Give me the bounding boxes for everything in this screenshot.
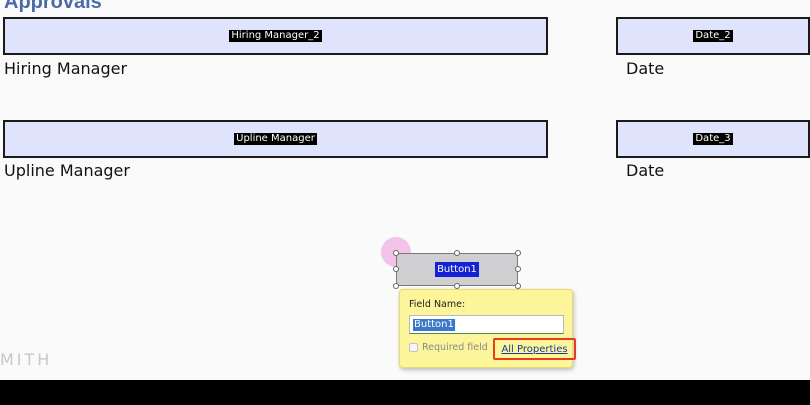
bottom-bar xyxy=(0,380,810,405)
resize-handle-left[interactable] xyxy=(393,266,399,272)
document-page: Approvals Hiring Manager_2 Hiring Manage… xyxy=(0,0,810,369)
all-properties-label: All Properties xyxy=(501,343,568,355)
hiring-manager-label: Hiring Manager xyxy=(4,59,128,78)
button-field-name: Button1 xyxy=(435,262,479,277)
field-name-caption: Field Name: xyxy=(409,299,466,310)
button-field[interactable]: Button1 xyxy=(396,253,518,286)
upline-manager-field[interactable]: Upline Manager xyxy=(3,120,548,158)
resize-handle-right[interactable] xyxy=(515,266,521,272)
resize-handle-top-right[interactable] xyxy=(515,250,521,256)
resize-handle-bottom-right[interactable] xyxy=(515,283,521,289)
upline-date-field[interactable]: Date_3 xyxy=(616,120,810,158)
required-field-label: Required field xyxy=(422,342,488,353)
section-heading: Approvals xyxy=(4,0,102,13)
required-field-option[interactable]: Required field xyxy=(409,342,488,353)
hiring-date-label: Date xyxy=(626,59,665,78)
upline-date-label: Date xyxy=(626,161,665,180)
hiring-date-field-name: Date_2 xyxy=(693,30,733,42)
field-name-input-value: Button1 xyxy=(413,318,455,331)
upline-date-field-name: Date_3 xyxy=(693,133,733,145)
upline-manager-label: Upline Manager xyxy=(4,161,130,180)
hiring-date-field[interactable]: Date_2 xyxy=(616,17,810,55)
required-field-checkbox[interactable] xyxy=(409,343,418,352)
upline-manager-field-name: Upline Manager xyxy=(234,133,317,145)
hiring-manager-field[interactable]: Hiring Manager_2 xyxy=(3,17,548,55)
footer-watermark: MITH xyxy=(0,350,53,369)
hiring-manager-field-name: Hiring Manager_2 xyxy=(229,30,322,42)
resize-handle-top[interactable] xyxy=(454,250,460,256)
resize-handle-bottom[interactable] xyxy=(454,283,460,289)
resize-handle-top-left[interactable] xyxy=(393,250,399,256)
field-name-input[interactable]: Button1 xyxy=(409,315,564,334)
resize-handle-bottom-left[interactable] xyxy=(393,283,399,289)
field-name-popup: Field Name: Button1 Required field All P… xyxy=(399,289,576,368)
all-properties-link[interactable]: All Properties xyxy=(493,338,576,360)
